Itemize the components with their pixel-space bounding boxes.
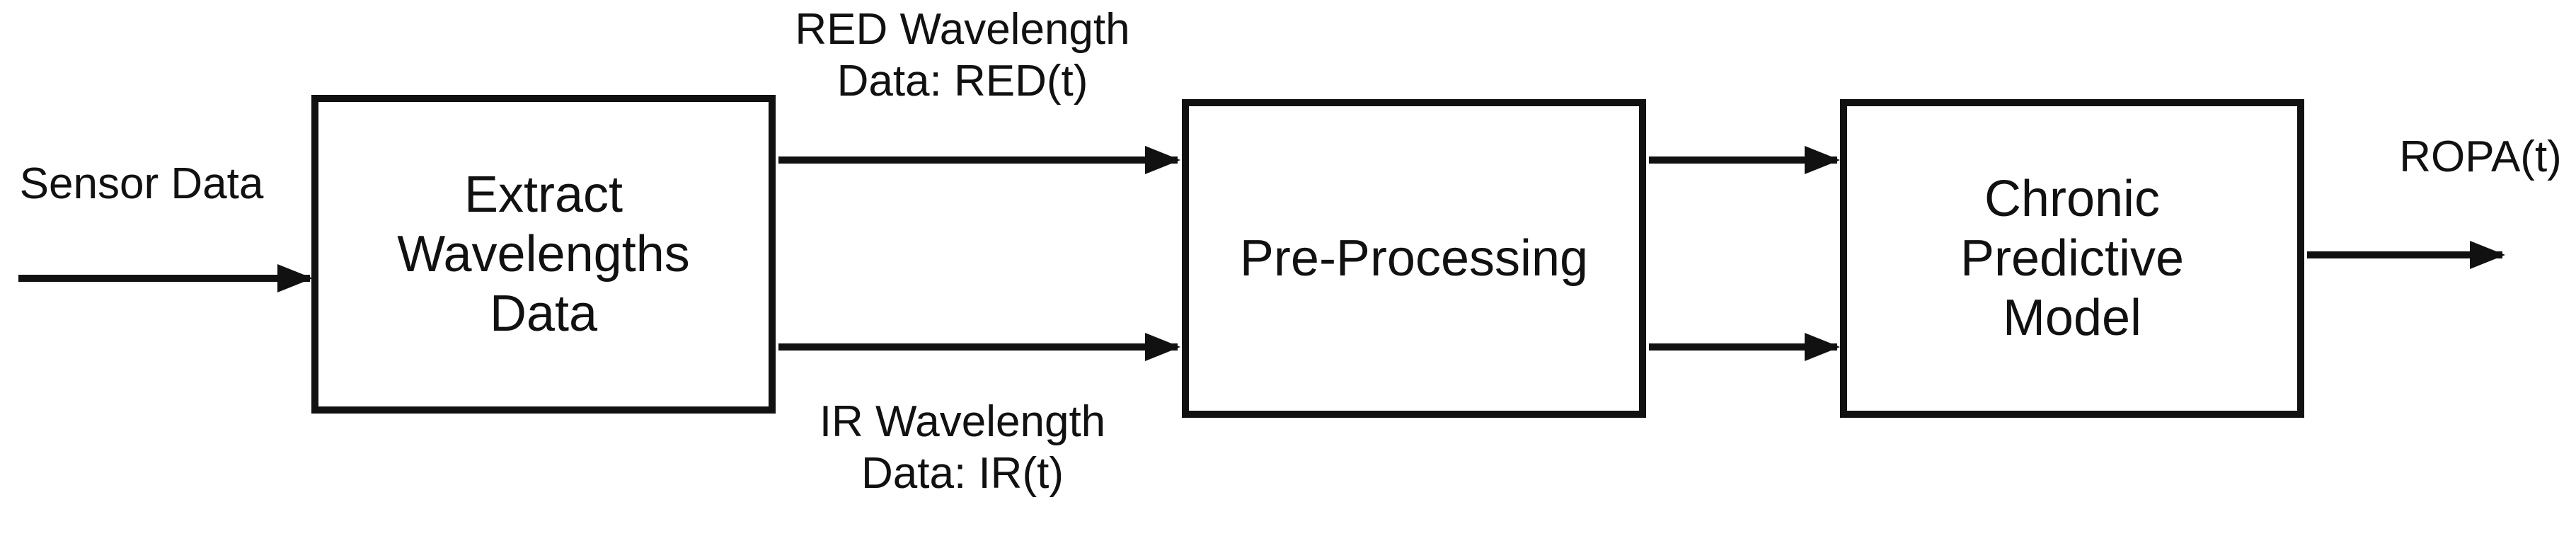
extract-wavelengths-label: Extract Wavelengths Data xyxy=(397,166,690,343)
sensor-data-label: Sensor Data xyxy=(19,159,264,208)
chronic-predictive-model-block: Chronic Predictive Model xyxy=(1840,99,2304,418)
extract-wavelengths-block: Extract Wavelengths Data xyxy=(311,95,776,414)
chronic-predictive-model-label: Chronic Predictive Model xyxy=(1960,170,2185,347)
pre-processing-block: Pre-Processing xyxy=(1182,99,1646,418)
pre-processing-label: Pre-Processing xyxy=(1239,229,1589,287)
ropa-output-label: ROPA(t) xyxy=(2399,132,2562,181)
ir-wavelength-label: IR Wavelength Data: IR(t) xyxy=(819,397,1106,498)
red-wavelength-label: RED Wavelength Data: RED(t) xyxy=(795,5,1130,106)
